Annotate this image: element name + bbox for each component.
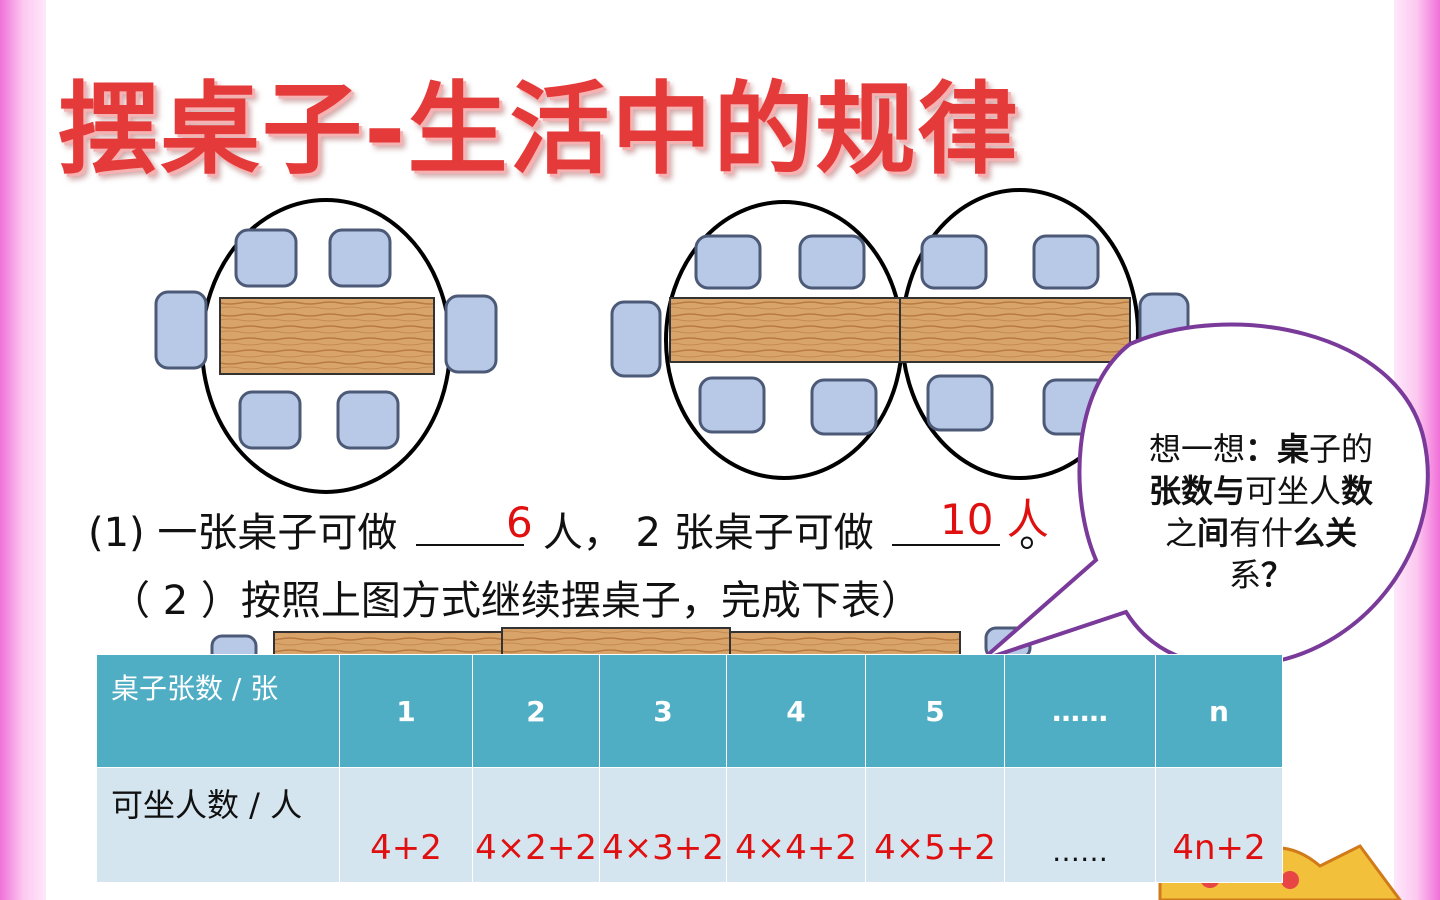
chair-icon [1032,234,1100,290]
row-cell: 4n+2 [1155,767,1283,883]
header-cell: 4 [726,654,866,768]
question-1: (1) 一张桌子可做 人， 2 张桌子可做 。 [88,500,1059,558]
bubble-seg-bold: 张数与 [1148,472,1245,510]
bubble-seg-bold: 数 [1341,472,1374,510]
bubble-seg-bold: 间 [1196,514,1229,552]
question-1-part-a: (1) 一张桌子可做 [88,510,398,556]
chair-icon [234,228,298,288]
chair-icon [698,376,766,434]
row-cell: 4×4+2 [726,767,866,883]
header-cell: n [1155,654,1283,768]
page-title: 摆桌子-生活中的规律 [58,71,1020,188]
row-cell: 4×2+2 [472,767,600,883]
chair-icon [154,290,208,370]
bubble-seg: 可坐人 [1244,472,1341,510]
left-pink-border [0,0,46,900]
row-cell: 4×5+2 [865,767,1005,883]
chair-icon [926,374,994,432]
chair-icon [920,234,988,290]
bubble-seg-bold: 么关 [1293,514,1358,552]
table-header-row: 桌子张数 / 张 1 2 3 4 5 …… n [96,654,1283,768]
answer-blank-2 [892,508,1001,546]
answer-one-table: 6 [506,498,533,547]
question-2: （ 2 ）按照上图方式继续摆桌子，完成下表） [110,578,921,624]
row-cell: …… [1004,767,1156,883]
header-cell: …… [1004,654,1156,768]
bubble-seg: 系 [1228,556,1261,594]
header-cell: 2 [472,654,600,768]
chair-icon [238,390,302,450]
header-label: 桌子张数 / 张 [96,654,340,768]
row-cell: 4+2 [339,767,473,883]
chairs [154,228,498,450]
header-cell: 5 [865,654,1005,768]
header-cell: 3 [599,654,727,768]
table-icon [669,297,901,363]
table-icon [899,297,1131,363]
single-table-group [154,198,498,494]
answer-blank-1 [416,508,525,546]
row-label: 可坐人数 / 人 [96,767,340,883]
row-cell: 4×3+2 [599,767,727,883]
bubble-seg: 之 [1164,514,1197,552]
chairs [610,234,1190,436]
table-icon [219,297,435,375]
chair-icon [328,228,392,288]
chair-icon [610,300,662,378]
chair-icon [798,234,866,290]
seating-table: 桌子张数 / 张 1 2 3 4 5 …… n 可坐人数 / 人 4+2 4×2… [96,654,1283,883]
chair-icon [810,378,878,436]
bubble-seg: 有什 [1229,514,1294,552]
answer-two-tables: 10 人 [940,495,1049,544]
question-1-end: 。 [1019,510,1060,556]
bubble-seg: 想一想 [1148,430,1245,468]
bubble-text: 想一想：桌子的张数与可坐人数之间有什么关系？ [1148,428,1374,596]
chair-icon [444,294,498,374]
table-row: 可坐人数 / 人 4+2 4×2+2 4×3+2 4×4+2 4×5+2 …… … [96,767,1283,883]
bubble-seg: 子的 [1309,430,1374,468]
bubble-seg-bold: ？ [1261,556,1294,594]
chair-icon [694,234,762,290]
chair-icon [336,390,400,450]
question-1-part-b: 人， 2 张桌子可做 [542,510,874,556]
speech-bubble [980,322,1430,668]
double-table-group [610,188,1190,480]
bubble-seg-bold: ：桌 [1244,430,1309,468]
header-cell: 1 [339,654,473,768]
